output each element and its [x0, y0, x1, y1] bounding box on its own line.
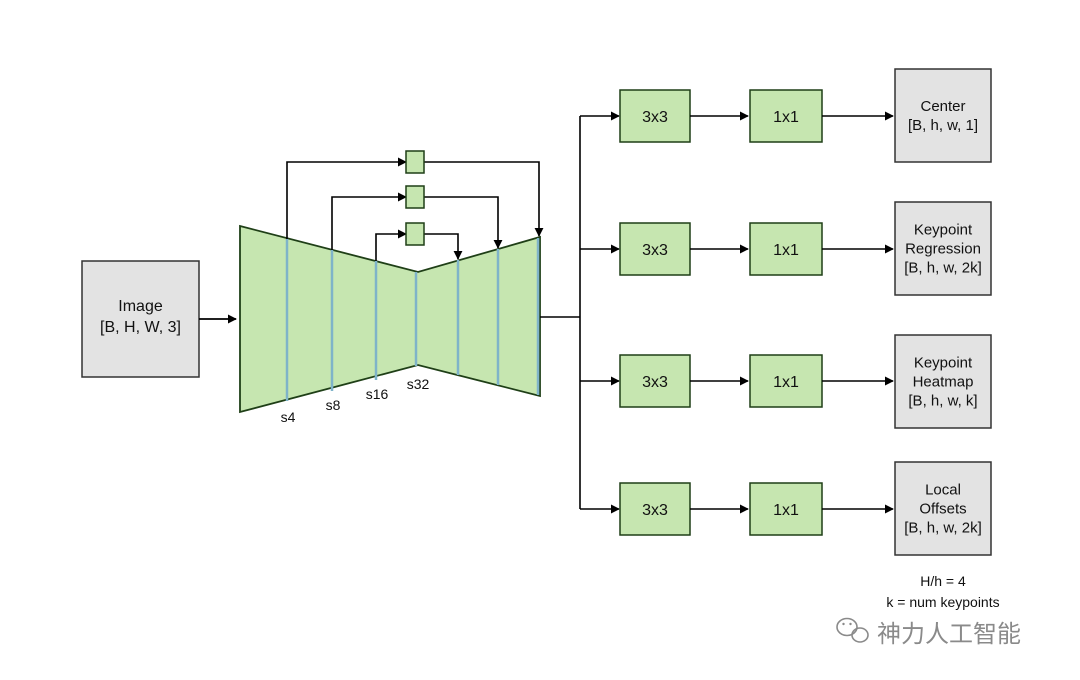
head-3-output-line: [B, h, w, k]	[908, 393, 977, 410]
stride-label-s8: s8	[326, 397, 341, 413]
head-2-conv3x3-label: 3x3	[642, 242, 668, 259]
stride-label-s4: s4	[281, 409, 296, 425]
input-label: Image	[118, 298, 163, 315]
head-4-conv3x3	[619, 482, 691, 536]
lateral-conv-3	[405, 222, 425, 246]
head-4-output	[894, 461, 992, 556]
backbone-body	[239, 224, 541, 414]
skip-s16-out	[424, 233, 463, 260]
head-2-output-line: Keypoint	[914, 222, 973, 239]
head-2-output-line: Regression	[905, 241, 981, 258]
head-4-conv1x1-label: 1x1	[773, 502, 799, 519]
head-4-conv1x1	[749, 482, 823, 536]
input-shape: [B, H, W, 3]	[100, 319, 181, 336]
head-3-output-line: Heatmap	[913, 374, 974, 391]
head-4-output-line: Offsets	[919, 501, 966, 518]
head-1-conv3x3	[619, 89, 691, 143]
head-trunk	[540, 116, 581, 509]
note-keypoints: k = num keypoints	[886, 594, 999, 610]
head-1-output-line: [B, h, w, 1]	[908, 117, 978, 134]
stride-label-s32: s32	[407, 376, 430, 392]
head-3-conv3x3	[619, 354, 691, 408]
skip-s8-in	[331, 192, 407, 250]
head-1-output	[894, 68, 992, 163]
input-box	[81, 260, 200, 378]
skip-s8-out	[424, 196, 503, 249]
head-3-output	[894, 334, 992, 429]
head-3-output-line: Keypoint	[914, 355, 973, 372]
head-2-output-line: [B, h, w, 2k]	[904, 260, 982, 277]
head-1-output-line: Center	[920, 98, 965, 115]
head-2-conv1x1-label: 1x1	[773, 242, 799, 259]
skip-connections	[286, 157, 544, 261]
skip-s4-out	[424, 161, 544, 237]
input-node: Image [B, H, W, 3]	[81, 260, 200, 378]
wechat-icon	[836, 617, 869, 643]
note-stride: H/h = 4	[920, 573, 966, 589]
watermark-text: 神力人工智能	[877, 620, 1021, 648]
lateral-conv-1	[405, 150, 425, 174]
head-3-conv3x3-label: 3x3	[642, 374, 668, 391]
skip-s16-in	[375, 229, 407, 261]
stride-label-s16: s16	[366, 386, 389, 402]
head-2-output	[894, 201, 992, 296]
head-4-output-line: [B, h, w, 2k]	[904, 520, 982, 537]
head-1-conv3x3-label: 3x3	[642, 109, 668, 126]
head-1-conv1x1	[749, 89, 823, 143]
head-2-conv1x1	[749, 222, 823, 276]
backbone	[239, 224, 541, 414]
head-3-conv1x1	[749, 354, 823, 408]
skip-s4-in	[286, 157, 407, 239]
head-4-output-line: Local	[925, 482, 961, 499]
head-1-conv1x1-label: 1x1	[773, 109, 799, 126]
head-3-conv1x1-label: 1x1	[773, 374, 799, 391]
head-4-conv3x3-label: 3x3	[642, 502, 668, 519]
head-1: 3x3 1x1 Center [B, h, w, 1]	[580, 68, 992, 163]
watermark: 神力人工智能	[836, 617, 1021, 648]
lateral-conv-2	[405, 185, 425, 209]
